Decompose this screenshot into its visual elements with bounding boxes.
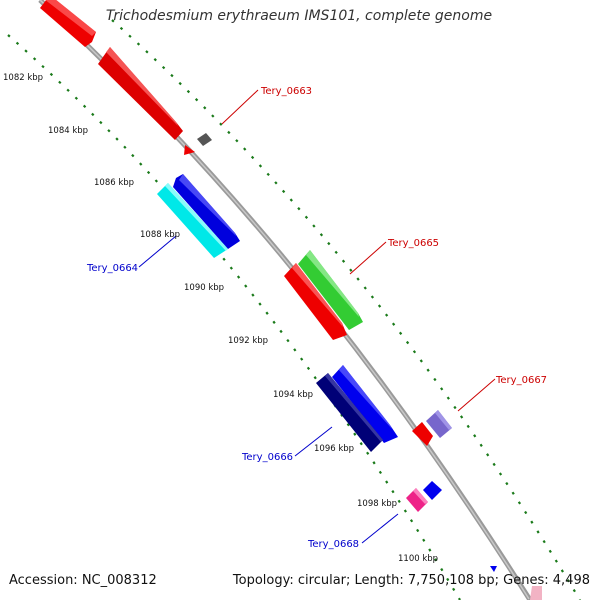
label-tery-0664[interactable]: Tery_0664 [86,263,138,274]
gene-red-1 [40,0,96,47]
kbp-label: 1086 kbp [94,178,134,188]
label-tery-0667[interactable]: Tery_0667 [495,375,547,386]
gene-pink-2 [530,586,542,600]
kbp-label: 1094 kbp [273,390,313,400]
kbp-labels: 1082 kbp 1084 kbp 1086 kbp 1088 kbp 1090… [3,73,438,564]
leader-tery-0663 [221,89,259,125]
label-tery-0663[interactable]: Tery_0663 [260,86,312,97]
gene-tery-0664 [157,183,228,258]
gene-tery-0668 [406,488,428,512]
gene-red-3 [284,263,347,340]
kbp-label: 1100 kbp [398,554,438,564]
gene-tery-0667 [426,410,452,438]
genes [40,0,542,600]
inner-tick-ring [7,34,461,600]
kbp-label: 1082 kbp [3,73,43,83]
kbp-label: 1084 kbp [48,126,88,136]
map-title: Trichodesmium erythraeum IMS101, complet… [0,8,600,24]
gene-blue-1 [173,174,240,249]
accession-text: Accession: NC_008312 [9,573,157,588]
kbp-label: 1098 kbp [357,499,397,509]
gene-blue-2 [332,365,398,443]
gene-blue-4 [490,566,497,572]
leader-tery-0666 [294,426,333,457]
gene-blue-3 [423,481,442,500]
gene-tery-0663 [197,133,212,146]
leader-tery-0665 [349,241,387,275]
leader-tery-0664 [138,235,177,268]
topology-text: Topology: circular; Length: 7,750,108 bp… [232,573,590,588]
leader-tery-0668 [361,513,399,544]
gene-labels: Tery_0663 Tery_0664 Tery_0665 Tery_0666 … [86,86,547,550]
kbp-label: 1088 kbp [140,230,180,240]
kbp-label: 1096 kbp [314,444,354,454]
map-title-text: Trichodesmium erythraeum IMS101, complet… [105,8,493,24]
gene-red-2 [98,47,183,140]
leader-lines [138,89,496,544]
kbp-label: 1092 kbp [228,336,268,346]
gene-red-4 [412,422,433,446]
label-tery-0668[interactable]: Tery_0668 [307,539,359,550]
kbp-label: 1090 kbp [184,283,224,293]
gene-red-small [184,145,195,155]
tick-rings [7,19,581,600]
label-tery-0665[interactable]: Tery_0665 [387,238,439,249]
gene-tery-0666 [316,373,383,452]
gene-tery-0665 [298,250,363,330]
leader-tery-0667 [457,378,496,412]
label-tery-0666[interactable]: Tery_0666 [241,452,293,463]
